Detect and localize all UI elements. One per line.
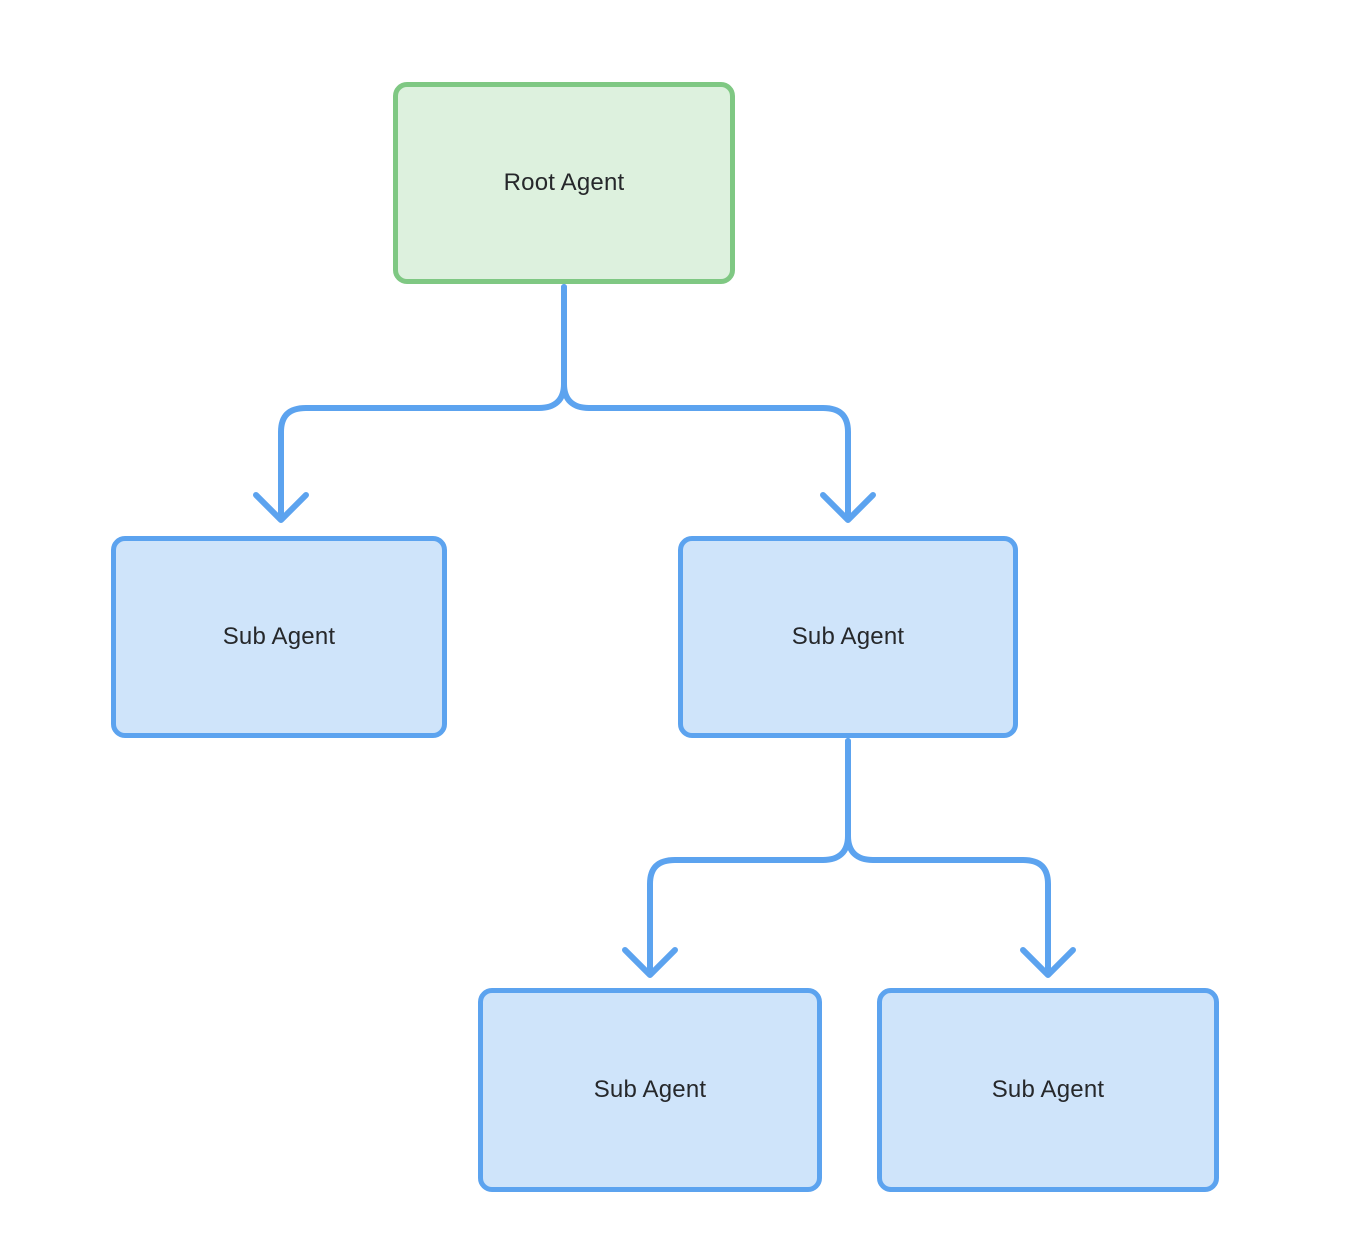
connector-sub-right-to-sub-bottom-left (622, 738, 851, 978)
arrowhead-down-icon (1020, 947, 1076, 978)
connector-sub-right-to-sub-bottom-right (845, 738, 1076, 978)
node-sub-agent-bottom-left-label: Sub Agent (593, 1076, 707, 1103)
node-sub-agent-bottom-left: Sub Agent (478, 988, 822, 1192)
connector-root-to-sub-right (561, 284, 876, 523)
node-sub-agent-bottom-right: Sub Agent (877, 988, 1219, 1192)
node-sub-agent-left-label: Sub Agent (222, 623, 336, 650)
node-sub-agent-bottom-right-label: Sub Agent (991, 1076, 1105, 1103)
arrowhead-down-icon (622, 947, 678, 978)
connector-root-to-sub-left (253, 284, 567, 523)
node-sub-agent-left: Sub Agent (111, 536, 447, 738)
node-root-agent: Root Agent (393, 82, 735, 284)
node-root-agent-label: Root Agent (503, 169, 625, 196)
arrowhead-down-icon (253, 492, 309, 523)
node-sub-agent-right-label: Sub Agent (791, 623, 905, 650)
arrowhead-down-icon (820, 492, 876, 523)
node-sub-agent-right: Sub Agent (678, 536, 1018, 738)
